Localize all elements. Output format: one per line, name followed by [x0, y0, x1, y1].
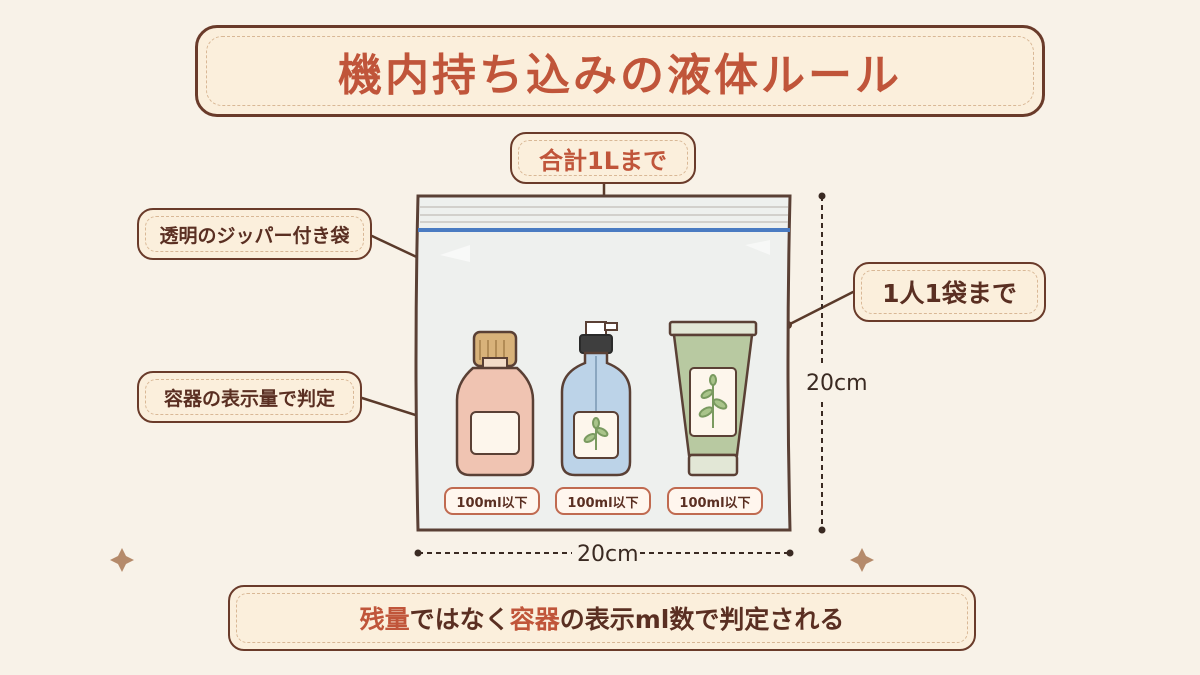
per-person-callout: 1人1袋まで — [853, 262, 1046, 322]
title-banner: 機内持ち込みの液体ルール — [195, 25, 1045, 117]
tube-volume-tag: 100ml以下 — [667, 487, 763, 515]
container-callout: 容器の表示量で判定 — [137, 371, 362, 423]
page-title: 機内持ち込みの液体ルール — [338, 50, 902, 101]
sparkle-icon — [110, 548, 874, 572]
bottle-volume-tag: 100ml以下 — [444, 487, 540, 515]
footer-text-1: ではなく — [409, 605, 510, 634]
footer-text-2: の表示ml数で判定される — [559, 605, 845, 634]
footer-highlight-remaining: 残量 — [359, 605, 410, 634]
bottle-icon — [455, 330, 535, 477]
spray-bottle-icon — [560, 321, 632, 477]
height-dimension: 20cm — [806, 371, 868, 396]
width-dimension: 20cm — [577, 542, 639, 567]
footer-note: 残量ではなく容器の表示ml数で判定される — [228, 585, 976, 651]
footer-highlight-container: 容器 — [509, 605, 560, 634]
spray-volume-tag: 100ml以下 — [555, 487, 651, 515]
total-limit-label: 合計1Lまで — [510, 132, 696, 184]
leaf-icon — [698, 374, 728, 428]
tube-icon — [668, 320, 758, 477]
bag-callout: 透明のジッパー付き袋 — [137, 208, 372, 260]
leaf-icon — [583, 417, 609, 450]
